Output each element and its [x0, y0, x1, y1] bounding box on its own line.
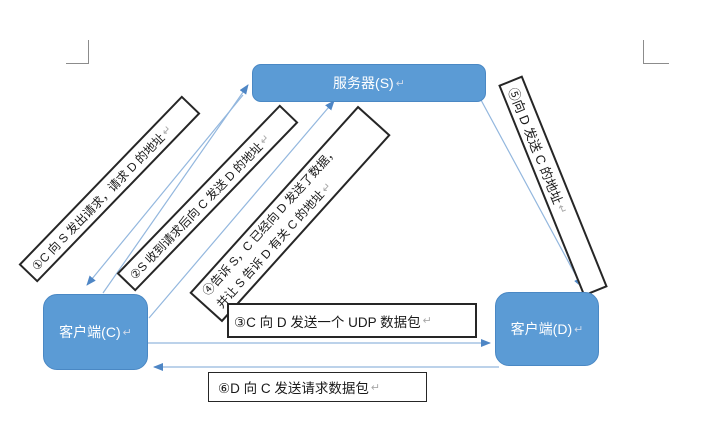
return-mark-icon: ↵ [554, 202, 570, 216]
arrow-step5-s-to-d[interactable] [480, 99, 583, 288]
step3-label[interactable]: ③C 向 D 发送一个 UDP 数据包↵ [227, 303, 477, 338]
return-mark-icon: ↵ [422, 315, 432, 327]
client-c-node[interactable]: 客户端(C)↵ [43, 294, 148, 370]
step3-text: ③C 向 D 发送一个 UDP 数据包 [234, 314, 421, 330]
step6-label[interactable]: ⑥D 向 C 发送请求数据包↵ [208, 372, 427, 402]
page-margin-mark-top-left [66, 40, 89, 64]
page-margin-mark-top-right [643, 40, 669, 64]
client-c-node-label: 客户端(C) [59, 324, 121, 340]
arrow-step1-c-to-s[interactable] [102, 84, 249, 294]
return-mark-icon: ↵ [122, 326, 132, 339]
client-d-node[interactable]: 客户端(D)↵ [495, 292, 599, 366]
arrow-step4-c-to-s[interactable] [148, 100, 335, 319]
return-mark-icon: ↵ [370, 381, 381, 394]
server-node[interactable]: 服务器(S)↵ [252, 64, 486, 102]
client-d-node-label: 客户端(D) [510, 321, 573, 337]
return-mark-icon: ↵ [395, 77, 405, 90]
return-mark-icon: ↵ [574, 323, 584, 336]
server-node-label: 服务器(S) [333, 75, 394, 91]
arrow-step2-s-to-c[interactable] [86, 94, 244, 286]
step6-text: ⑥D 向 C 发送请求数据包 [218, 381, 369, 396]
